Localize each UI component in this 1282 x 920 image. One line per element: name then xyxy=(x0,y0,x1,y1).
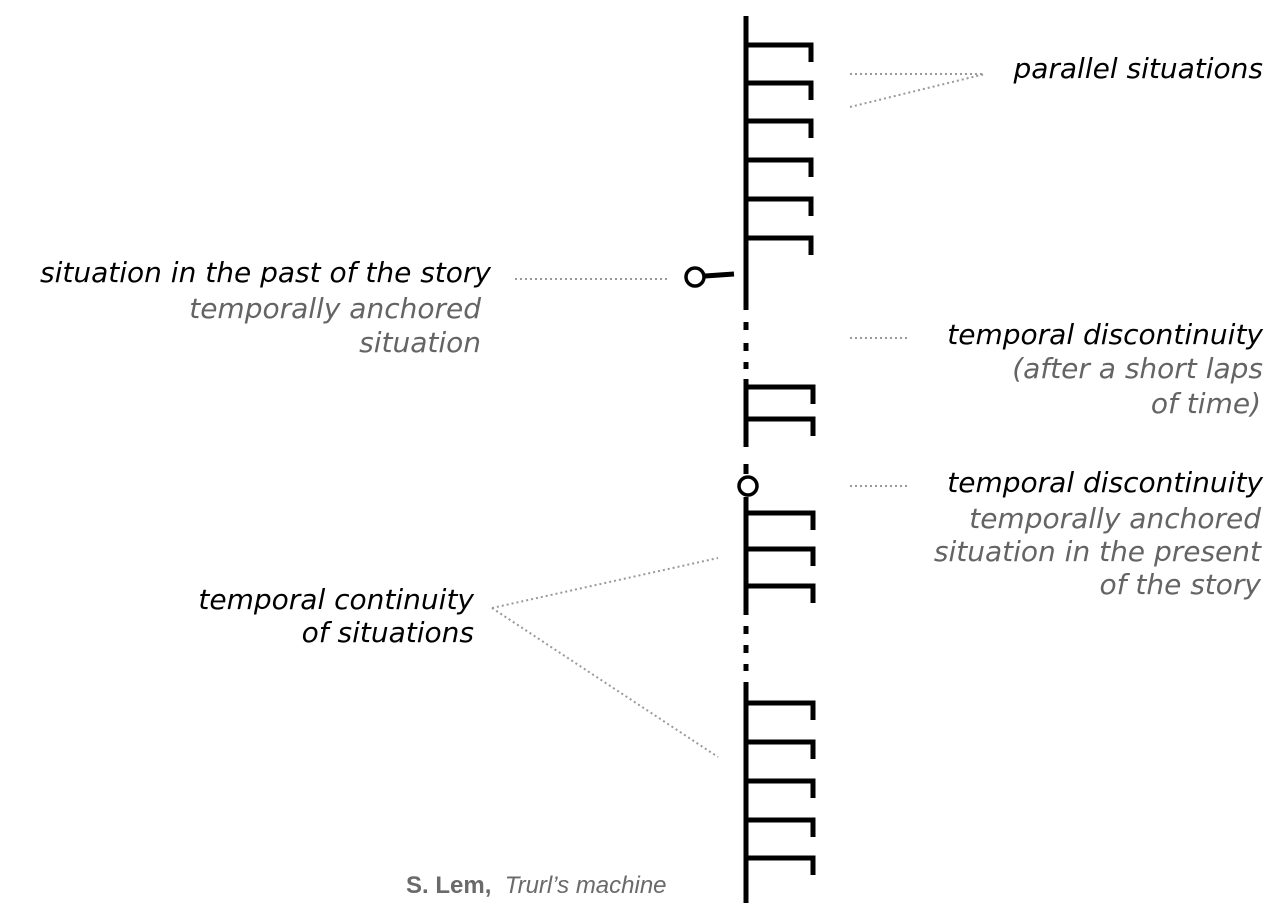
branch xyxy=(746,196,814,216)
credit-work: Trurl’s machine xyxy=(504,872,667,899)
leader-parallel-lower xyxy=(849,73,986,108)
branches xyxy=(746,42,816,875)
label-past-situation: situation in the past of the story xyxy=(40,256,491,289)
past-anchor-stem xyxy=(704,271,735,279)
branch xyxy=(746,855,816,875)
label-continuity-2: of situations xyxy=(301,616,474,649)
branch xyxy=(746,80,814,100)
branch xyxy=(746,700,816,720)
present-anchor-circle xyxy=(737,475,759,497)
branch xyxy=(746,583,816,603)
credit: S. Lem, Trurl’s machine xyxy=(406,872,667,900)
leader-continuity-upper xyxy=(491,557,719,609)
past-anchor-circle xyxy=(684,266,706,288)
branch xyxy=(746,235,814,255)
label-continuity-1: temporal continuity xyxy=(198,583,474,616)
branch xyxy=(746,817,816,837)
leader-lines xyxy=(491,73,986,758)
branch xyxy=(746,739,816,759)
label-discontinuity-2-sub-3: of the story xyxy=(1099,568,1261,601)
branch xyxy=(746,384,816,404)
credit-author: S. Lem, xyxy=(406,872,492,899)
branch xyxy=(746,118,814,138)
label-discontinuity-1-sub-1: (after a short laps xyxy=(1012,352,1263,385)
label-discontinuity-2-sub-2: situation in the present xyxy=(933,535,1261,568)
label-discontinuity-2: temporal discontinuity xyxy=(947,466,1263,499)
branch xyxy=(746,546,816,566)
label-discontinuity-2-sub-1: temporally anchored xyxy=(969,502,1261,535)
label-parallel-situations: parallel situations xyxy=(1013,52,1263,85)
past-anchor xyxy=(684,266,735,288)
branch xyxy=(746,157,814,177)
label-past-sub-2: situation xyxy=(359,326,481,359)
branch xyxy=(746,510,816,530)
label-discontinuity-1-sub-2: of time) xyxy=(1150,387,1261,420)
label-past-sub-1: temporally anchored xyxy=(189,292,481,325)
branch xyxy=(746,42,814,62)
leader-continuity-lower xyxy=(491,607,719,758)
branch xyxy=(746,416,816,436)
label-discontinuity-1: temporal discontinuity xyxy=(947,318,1263,351)
branch xyxy=(746,778,816,798)
